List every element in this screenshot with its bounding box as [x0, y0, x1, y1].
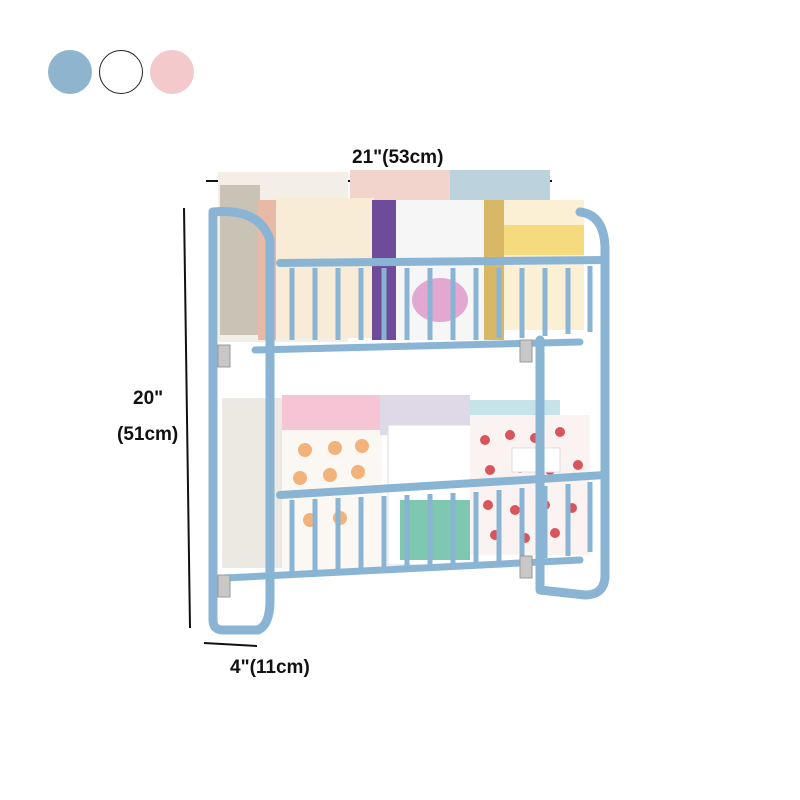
depth-dimension-label: 4"(11cm) [230, 657, 310, 678]
color-swatch-pink[interactable] [150, 50, 194, 94]
color-swatch-blue[interactable] [48, 50, 92, 94]
depth-dimension-line [203, 642, 258, 647]
rack-frame [208, 207, 610, 635]
lower-basket-bars [289, 482, 593, 572]
height-dimension-line [183, 207, 191, 629]
width-dimension-label: 21"(53cm) [352, 147, 444, 168]
upper-books [218, 170, 584, 342]
wall-brackets [217, 339, 533, 598]
upper-basket-bars [289, 266, 593, 340]
height-dimension-label-cm: (51cm) [117, 424, 179, 445]
color-swatch-white[interactable] [99, 50, 143, 94]
height-dimension-label-inches: 20" [133, 388, 164, 409]
